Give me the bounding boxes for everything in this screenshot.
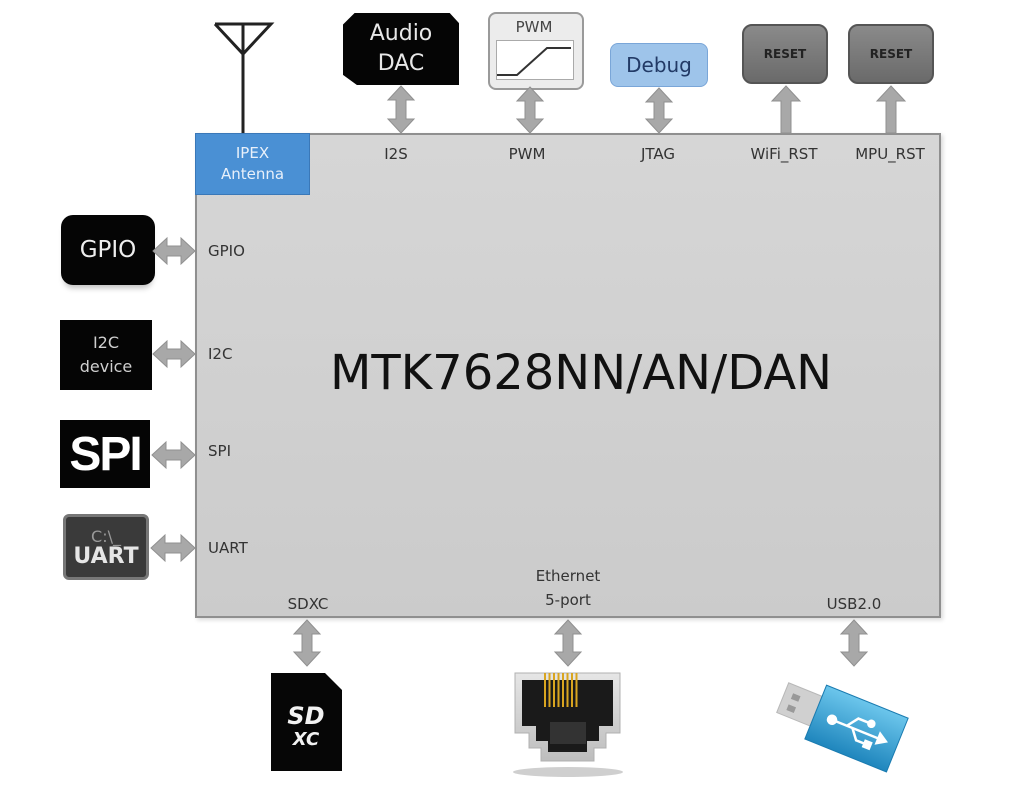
pin-label-ethernet-line1: Ethernet xyxy=(535,567,601,585)
ethernet-bidirectional-arrow xyxy=(553,619,583,667)
jtag-bidirectional-arrow xyxy=(644,87,674,134)
sdxc-card-text-line1: SD xyxy=(287,702,324,730)
pin-label-wifi-rst: WiFi_RST xyxy=(750,145,818,163)
pwm-device-label: PWM xyxy=(515,18,553,36)
pin-label-ethernet-line2: 5-port xyxy=(545,591,591,609)
rj45-gold-pins xyxy=(544,673,578,707)
gpio-device-block: GPIO xyxy=(61,215,155,285)
mpu-reset-button: RESET xyxy=(848,24,934,84)
pin-label-jtag: JTAG xyxy=(640,145,676,163)
pin-label-sdxc: SDXC xyxy=(287,595,329,613)
pin-label-pwm: PWM xyxy=(508,145,546,163)
i2c-bidirectional-arrow xyxy=(152,339,196,369)
rj45-port-icon xyxy=(513,672,623,777)
uart-device-label: UART xyxy=(73,544,139,569)
pin-label-usb: USB2.0 xyxy=(826,595,882,613)
wifi-reset-button: RESET xyxy=(742,24,828,84)
antenna-label-line1: IPEX xyxy=(235,144,270,162)
chip-name: MTK7628NN/AN/DAN xyxy=(329,345,833,401)
gpio-bidirectional-arrow xyxy=(152,236,196,266)
i2c-device-line2: device xyxy=(79,357,133,376)
spi-device-block: SPI xyxy=(60,420,150,488)
antenna-label-line2: Antenna xyxy=(220,165,285,183)
spi-bidirectional-arrow xyxy=(151,440,196,470)
pin-label-gpio: GPIO xyxy=(208,242,245,260)
ipex-antenna-block: IPEX Antenna xyxy=(195,133,310,195)
uart-bidirectional-arrow xyxy=(150,533,196,563)
sdxc-card-icon: SD XC xyxy=(271,673,342,771)
i2s-bidirectional-arrow xyxy=(386,85,416,134)
pin-label-spi: SPI xyxy=(208,442,231,460)
pin-label-i2s: I2S xyxy=(384,145,408,163)
pin-label-mpu-rst: MPU_RST xyxy=(855,145,925,163)
audio-dac-line2: DAC xyxy=(377,51,425,76)
i2c-device-line1: I2C xyxy=(92,333,120,352)
pin-label-uart: UART xyxy=(208,539,248,557)
usb-trident-symbol xyxy=(826,714,888,751)
pwm-waveform-icon xyxy=(497,47,571,76)
sdxc-card-text-line2: XC xyxy=(292,729,320,750)
mpu-rst-up-arrow xyxy=(875,85,907,134)
usb-drive-icon xyxy=(776,682,909,773)
usb-bidirectional-arrow xyxy=(839,619,869,667)
i2c-device-block: I2C device xyxy=(60,320,152,390)
debug-block: Debug xyxy=(610,43,708,87)
antenna-icon xyxy=(213,22,275,133)
pin-label-i2c: I2C xyxy=(208,345,233,363)
sdxc-bidirectional-arrow xyxy=(292,619,322,667)
audio-dac-block: Audio DAC xyxy=(343,13,459,85)
wifi-rst-up-arrow xyxy=(770,85,802,134)
uart-device-block: C:\_ UART xyxy=(63,514,149,580)
chip-block xyxy=(195,133,941,618)
audio-dac-line1: Audio xyxy=(369,21,433,46)
pwm-waveform-screen xyxy=(496,40,574,80)
pin-label-ethernet: Ethernet 5-port xyxy=(498,564,638,612)
pwm-bidirectional-arrow xyxy=(515,86,545,134)
uart-prompt-text: C:\_ xyxy=(91,527,121,546)
